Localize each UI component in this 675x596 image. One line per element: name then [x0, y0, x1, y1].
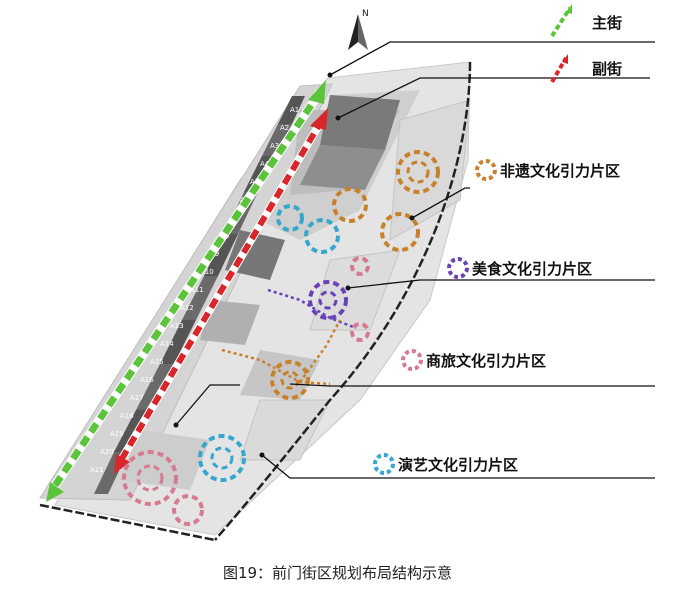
legend-label-main-street: 主街 — [592, 14, 622, 32]
legend-label-side-street: 副街 — [592, 60, 622, 78]
block-label: A10 — [200, 268, 214, 276]
block-label: A4 — [260, 160, 270, 168]
heritage-zone-markers — [270, 150, 440, 400]
purple-dashed-ring-icon — [447, 257, 469, 279]
block-label: A3 — [270, 142, 279, 150]
block-label: A20 — [100, 448, 114, 456]
commerce-zone-markers — [122, 256, 370, 526]
north-arrow-icon: N — [348, 9, 369, 50]
site-boundary — [214, 61, 472, 541]
pink-dashed-ring-icon — [401, 349, 423, 371]
leader-dots — [173, 72, 415, 458]
main-street-arrow — [46, 80, 326, 502]
block-label: A18 — [120, 412, 134, 420]
leader-lines — [175, 41, 655, 479]
red-dashed-arrow-icon — [550, 54, 568, 84]
legend-label-commerce: 商旅文化引力片区 — [426, 352, 546, 370]
block-label: A13 — [170, 322, 184, 330]
west-building-row — [94, 96, 305, 494]
block-label: A15 — [150, 358, 164, 366]
legend-label-heritage: 非遗文化引力片区 — [500, 162, 620, 180]
legend-label-food: 美食文化引力片区 — [472, 260, 592, 278]
food-zone-markers — [308, 280, 348, 320]
block-label: A14 — [160, 340, 174, 348]
orange-dashed-ring-icon — [475, 159, 497, 181]
block-label: A12 — [180, 304, 194, 312]
block-label: A17 — [130, 394, 144, 402]
heritage-route — [298, 319, 342, 383]
block-label: A1 — [290, 106, 299, 114]
block-label: A2 — [280, 124, 289, 132]
performance-zone-markers — [198, 204, 340, 482]
side-street-arrow — [114, 108, 328, 474]
block-label: A19 — [110, 430, 124, 438]
cyan-dashed-ring-icon — [373, 453, 395, 475]
legend-label-performance: 演艺文化引力片区 — [398, 456, 518, 474]
site-boundary-south — [39, 503, 216, 542]
block-label: A16 — [140, 376, 154, 384]
block-label: A11 — [190, 286, 204, 294]
block-label: A21 — [90, 466, 104, 474]
heritage-route — [221, 348, 331, 386]
figure-caption: 图19：前门街区规划布局结构示意 — [222, 564, 453, 582]
green-dashed-arrow-icon — [550, 4, 572, 38]
north-label: N — [362, 9, 369, 19]
